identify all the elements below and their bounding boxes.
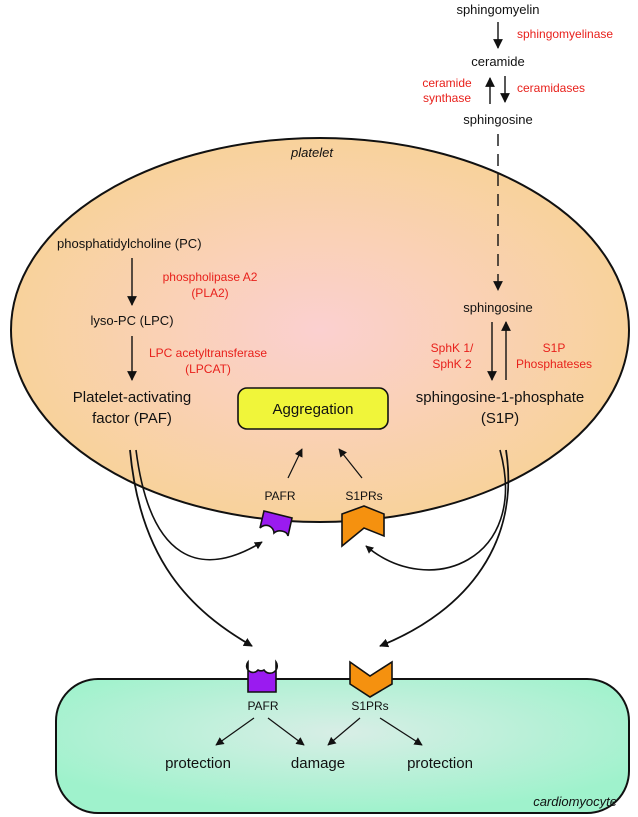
pafr-to-aggregation-arrow [287,448,303,479]
s1p-to-platelet-s1prs-arrow [365,449,507,571]
sphk-label-line1: SphK 1/ [431,341,474,355]
cardio-s1prs-receptor-icon [349,660,393,698]
paf-to-cardio-pafr-arrow [129,449,253,647]
cardio-pafr-receptor-icon [245,659,279,693]
pafr-to-protection-arrow [215,717,255,746]
aggregation-label: Aggregation [273,401,354,418]
paf-label-line1: Platelet-activating [73,389,191,406]
platelet-s1prs-label: S1PRs [345,489,382,503]
ceramide-synthase-label-line2: synthase [423,91,471,105]
ceramide-synthase-label-line1: ceramide [422,76,472,90]
pla2-label-line2: (PLA2) [191,286,228,300]
s1prs-to-protection-arrow [379,717,423,746]
protection-left-label: protection [165,755,231,772]
sphingomyelinase-label: sphingomyelinase [517,27,613,41]
platelet-cell [10,137,630,523]
platelet-s1prs-receptor-icon [341,505,385,548]
platelet-pafr-label: PAFR [264,489,295,503]
s1p-label-line2: (S1P) [481,410,519,427]
paf-to-platelet-pafr-arrow [135,449,263,561]
s1prs-to-aggregation-arrow [338,448,363,479]
cardio-s1prs-label: S1PRs [351,699,388,713]
top-sphingosine-label: sphingosine [463,112,532,127]
cardio-pafr-label: PAFR [247,699,278,713]
lpcat-label-line1: LPC acetyltransferase [149,346,267,360]
sphingomyelin-label: sphingomyelin [456,2,539,17]
platelet-pafr-receptor-icon [259,510,293,537]
pafr-to-damage-arrow [267,717,305,746]
s1p-to-cardio-s1prs-arrow [379,449,510,648]
pla2-label-line1: phospholipase A2 [163,270,258,284]
damage-label: damage [291,755,345,772]
aggregation-box: Aggregation [237,387,389,430]
cardiomyocyte-cell [55,678,630,814]
platelet-sphingosine-label: sphingosine [463,300,532,315]
ceramidases-label: ceramidases [517,81,585,95]
lpc-label: lyso-PC (LPC) [90,313,173,328]
sphk-label-line2: SphK 2 [432,357,472,371]
paf-label-line2: factor (PAF) [92,410,172,427]
cardiomyocyte-label: cardiomyocyte [533,794,617,809]
lpcat-label-line2: (LPCAT) [185,362,231,376]
pc-label: phosphatidylcholine (PC) [57,236,202,251]
ceramide-label: ceramide [471,54,524,69]
s1p-label-line1: sphingosine-1-phosphate [416,389,584,406]
s1prs-to-damage-arrow [327,717,361,746]
s1p-phosphatases-label-line2: Phosphateses [516,357,592,371]
platelet-label: platelet [290,145,334,160]
protection-right-label: protection [407,755,473,772]
s1p-phosphatases-label-line1: S1P [543,341,566,355]
